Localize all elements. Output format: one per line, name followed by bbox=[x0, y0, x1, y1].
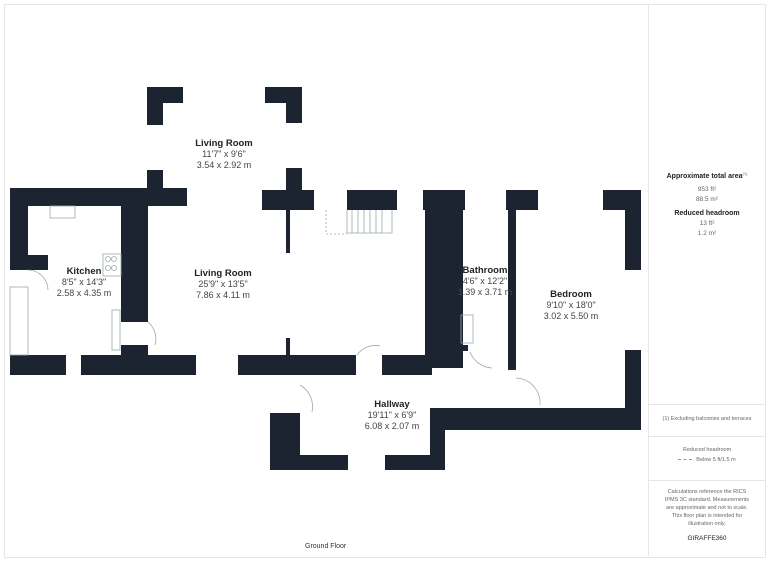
total-area-m: 88.5 m² bbox=[695, 196, 719, 204]
room-name: Bathroom bbox=[462, 265, 508, 276]
room-label-living-room-upper: Living Room 11'7" x 9'6" 3.54 x 2.92 m bbox=[195, 138, 253, 171]
floor-plan bbox=[9, 87, 641, 470]
room-metric: 7.86 x 4.11 m bbox=[196, 290, 250, 300]
disclaimer: Calculations reference the RICS IPMS 3C … bbox=[664, 489, 750, 527]
total-area-sup: (1) bbox=[742, 171, 748, 176]
brand-logo: GIRAFFE360 bbox=[687, 535, 727, 542]
plan-frame bbox=[4, 4, 766, 558]
room-label-kitchen: Kitchen 8'5" x 14'3" 2.58 x 4.35 m bbox=[57, 266, 112, 299]
room-imperial: 9'10" x 18'0" bbox=[546, 300, 596, 310]
room-label-bathroom: Bathroom 4'6" x 12'2" 1.39 x 3.71 m bbox=[458, 265, 513, 298]
footnote: (1) Excluding balconies and terraces bbox=[662, 416, 752, 422]
room-label-hallway: Hallway 19'11" x 6'9" 6.08 x 2.07 m bbox=[365, 399, 420, 432]
divider bbox=[649, 480, 765, 481]
room-name: Living Room bbox=[194, 268, 252, 279]
sidebar: Approximate total area(1) 953 ft² 88.5 m… bbox=[648, 4, 765, 556]
divider bbox=[649, 436, 765, 437]
room-imperial: 25'9" x 13'5" bbox=[198, 279, 248, 289]
fixtures bbox=[9, 205, 541, 413]
walls bbox=[10, 87, 641, 470]
room-metric: 3.54 x 2.92 m bbox=[196, 160, 252, 170]
room-imperial: 11'7" x 9'6" bbox=[202, 149, 246, 159]
room-metric: 6.08 x 2.07 m bbox=[364, 421, 420, 431]
legend-title: Reduced headroom bbox=[682, 447, 732, 453]
room-metric: 3.02 x 5.50 m bbox=[543, 311, 599, 321]
legend-item: Below 5 ft/1.5 m bbox=[696, 457, 736, 463]
room-label-living-room: Living Room 25'9" x 13'5" 7.86 x 4.11 m bbox=[194, 268, 252, 301]
dashed-line-icon bbox=[678, 459, 693, 461]
total-area-title: Approximate total area bbox=[666, 173, 743, 181]
room-metric: 2.58 x 4.35 m bbox=[56, 288, 112, 298]
floor-label: Ground Floor bbox=[305, 543, 347, 550]
total-area-ft: 953 ft² bbox=[697, 186, 717, 194]
room-imperial: 4'6" x 12'2" bbox=[462, 276, 508, 286]
room-name: Bedroom bbox=[550, 289, 592, 300]
room-imperial: 8'5" x 14'3" bbox=[61, 277, 107, 287]
room-imperial: 19'11" x 6'9" bbox=[367, 410, 417, 420]
room-name: Living Room bbox=[195, 138, 253, 149]
room-label-bedroom: Bedroom 9'10" x 18'0" 3.02 x 5.50 m bbox=[544, 289, 599, 322]
reduced-headroom-title: Reduced headroom bbox=[674, 210, 740, 218]
room-name: Hallway bbox=[374, 399, 410, 410]
reduced-headroom-m: 1.2 m² bbox=[697, 230, 717, 238]
divider bbox=[649, 404, 765, 405]
room-name: Kitchen bbox=[66, 266, 102, 277]
total-area: Approximate total area(1) 953 ft² 88.5 m… bbox=[649, 169, 765, 239]
room-metric: 1.39 x 3.71 m bbox=[457, 287, 513, 297]
reduced-headroom-ft: 13 ft² bbox=[699, 220, 715, 228]
legend: Reduced headroom Below 5 ft/1.5 m bbox=[649, 445, 765, 465]
